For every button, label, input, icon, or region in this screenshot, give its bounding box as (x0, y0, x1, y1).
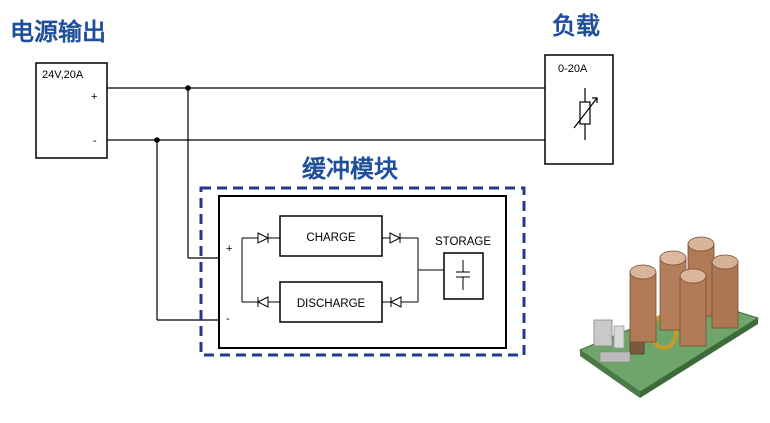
charge-label: CHARGE (306, 232, 356, 244)
junction-dot-minus (154, 137, 160, 143)
power-supply-heading: 电源输出 (10, 18, 106, 46)
load-heading: 负载 (552, 12, 600, 40)
power-supply-box (35, 62, 108, 159)
power-supply-rating: 24V,20A (42, 69, 84, 81)
module-plus-label: + (226, 243, 232, 255)
discharge-box (279, 281, 383, 323)
module-minus-label: - (226, 313, 230, 325)
buffer-module-board-image (578, 236, 760, 398)
direction-arrow-icons (256, 232, 402, 308)
main-wires (107, 87, 586, 321)
buffer-module-heading: 缓冲模块 (302, 155, 398, 183)
storage-label: STORAGE (435, 236, 491, 248)
power-supply-minus-label: - (93, 135, 97, 147)
power-supply-plus-label: + (91, 91, 97, 103)
capacitor-icon (456, 260, 470, 290)
discharge-label: DISCHARGE (297, 298, 366, 310)
load-box (544, 54, 614, 165)
buffer-module-dashed-border (199, 186, 526, 357)
load-rating: 0-20A (558, 63, 588, 75)
storage-box (443, 252, 484, 300)
charge-box (279, 215, 383, 257)
junction-dot-plus (185, 85, 191, 91)
